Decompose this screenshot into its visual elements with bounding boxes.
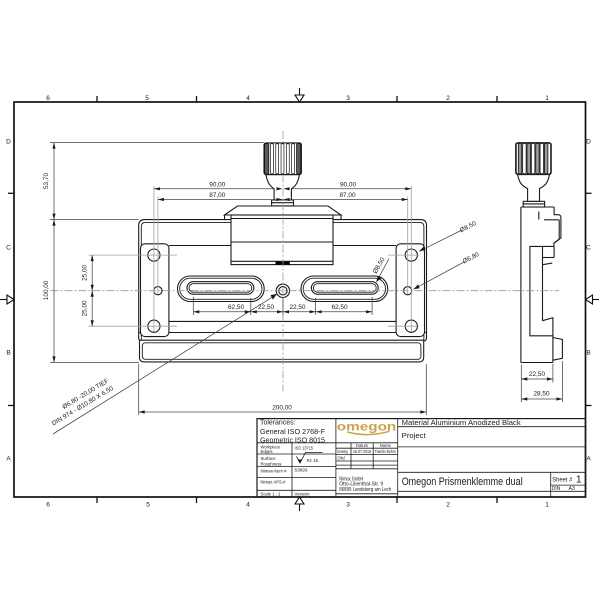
svg-text:25,00: 25,00 [82,264,89,280]
svg-text:A3: A3 [569,486,576,492]
svg-text:Scale 1 : 1: Scale 1 : 1 [261,491,281,496]
svg-text:Sheet #: Sheet # [552,477,572,484]
svg-text:90,00: 90,00 [209,181,225,188]
svg-text:2: 2 [446,502,450,509]
svg-text:DIN: DIN [552,486,561,492]
svg-text:Material Aluminium Anodized: Material Aluminium Anodized Black [402,418,521,427]
svg-text:3: 3 [346,95,350,102]
svg-text:5: 5 [145,95,149,102]
svg-text:87,00: 87,00 [340,192,356,199]
svg-text:Omegon Prismenklemme dual: Omegon Prismenklemme dual [402,476,523,488]
svg-text:200,00: 200,00 [272,405,292,412]
svg-text:Roughness: Roughness [261,461,283,466]
svg-text:100,00: 100,00 [43,280,50,300]
svg-text:86899 Landsberg am Lech: 86899 Landsberg am Lech [339,487,391,493]
svg-text:Surface: Surface [261,456,276,461]
svg-text:Nimax-Item #: Nimax-Item # [261,468,287,473]
svg-text:C: C [586,245,591,252]
svg-text:53693: 53693 [295,467,308,472]
svg-text:90,00: 90,00 [340,181,356,188]
svg-text:22,50: 22,50 [258,304,274,311]
svg-text:A: A [586,456,591,463]
svg-text:5: 5 [146,502,150,509]
svg-text:22,50: 22,50 [290,304,306,311]
svg-text:General ISO 2768-F: General ISO 2768-F [260,427,326,436]
svg-text:Otto-Lilienthal-Str. 9: Otto-Lilienthal-Str. 9 [339,482,383,488]
svg-text:6: 6 [46,502,50,509]
svg-text:Tolerances:: Tolerances: [260,418,296,427]
svg-text:87,00: 87,00 [209,192,225,199]
svg-text:53,70: 53,70 [43,173,50,189]
svg-text:Rz 16: Rz 16 [307,458,319,463]
svg-text:6: 6 [46,95,50,102]
svg-text:1: 1 [576,474,582,485]
svg-text:Workpiece: Workpiece [261,444,281,449]
svg-text:omegon: omegon [337,422,397,434]
svg-text:B: B [586,350,590,357]
svg-text:1: 1 [545,502,549,509]
svg-text:25,00: 25,00 [82,300,89,316]
svg-text:62,50: 62,50 [228,304,244,311]
svg-text:Project: Project [402,431,426,440]
svg-text:C: C [6,245,11,252]
svg-text:28,50: 28,50 [534,390,550,397]
svg-text:3: 3 [346,502,350,509]
svg-text:62,50: 62,50 [332,304,348,311]
svg-text:Geometric ISO 8015: Geometric ISO 8015 [260,435,325,444]
svg-text:1: 1 [545,95,549,102]
svg-text:Nimax GmbH: Nimax GmbH [339,476,363,482]
svg-text:2: 2 [446,95,450,102]
svg-text:Name: Name [380,443,392,448]
svg-text:D: D [6,139,11,146]
svg-text:A: A [6,456,11,463]
svg-text:Tassilo Bohm: Tassilo Bohm [375,449,396,454]
svg-text:18.07.2018: 18.07.2018 [353,449,372,454]
svg-text:22,50: 22,50 [529,371,545,378]
svg-text:Datum: Datum [356,443,368,448]
svg-text:4: 4 [246,502,250,509]
svg-text:Chkd: Chkd [337,455,345,460]
svg-text:Edges: Edges [261,449,274,454]
svg-text:B: B [6,350,10,357]
svg-text:D: D [586,139,591,146]
svg-text:4: 4 [246,95,250,102]
svg-text:Nimax APS-#: Nimax APS-# [261,479,286,484]
svg-text:Version: Version [295,491,310,496]
svg-text:ISO 13715: ISO 13715 [295,446,314,451]
svg-text:Drawing: Drawing [337,449,348,454]
